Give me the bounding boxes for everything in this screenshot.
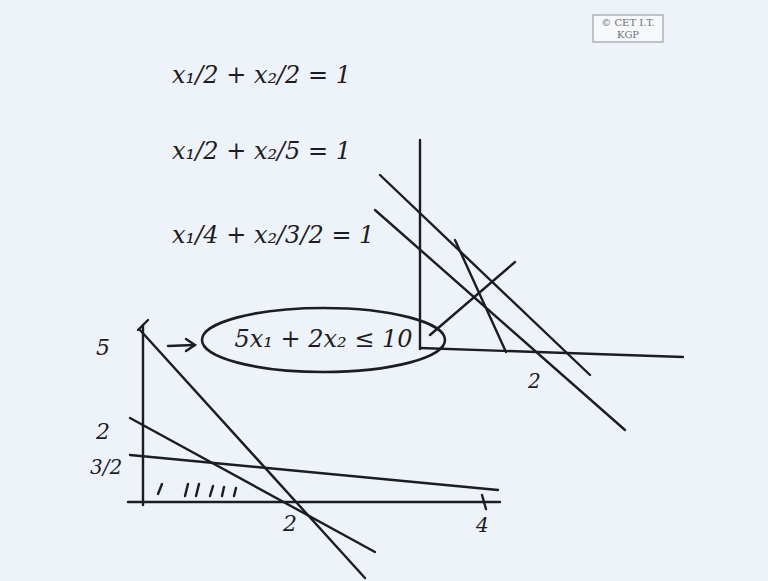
watermark-box: © CET I.T. KGP [592, 14, 664, 43]
axis-value: 4 [476, 514, 489, 536]
equation: x₁/2 + x₂/2 = 1 [172, 62, 351, 88]
tick [138, 320, 148, 330]
y-axis [142, 325, 144, 505]
watermark-rect [593, 15, 663, 42]
constraint-line [375, 210, 625, 430]
axis-value: 5 [96, 336, 110, 360]
pointer-arrowhead [186, 339, 195, 351]
watermark-text: © CET I.T. KGP [597, 17, 659, 40]
feasible-hatch [158, 484, 236, 496]
axis-value: 2 [528, 370, 541, 392]
constraint-line [455, 240, 506, 352]
constraint-line [130, 418, 375, 552]
pointer-arrow [168, 345, 194, 346]
circle-outline-shape [202, 308, 445, 372]
axis-value: 2 [283, 512, 297, 536]
axis-value: 2 [96, 420, 110, 444]
y-axis [419, 140, 421, 349]
circled-inequality: 5x₁ + 2x₂ ≤ 10 [200, 306, 447, 374]
equation: x₁/2 + x₂/5 = 1 [172, 138, 351, 164]
axis-value: 3/2 [90, 456, 122, 478]
constraint-line [430, 262, 515, 335]
x-axis [128, 501, 500, 503]
constraint-line [130, 455, 498, 490]
x-axis [420, 348, 683, 357]
inequality-text: 5x₁ + 2x₂ ≤ 10 [234, 326, 413, 354]
equation: x₁/4 + x₂/3/2 = 1 [172, 222, 374, 248]
tick [482, 495, 486, 509]
